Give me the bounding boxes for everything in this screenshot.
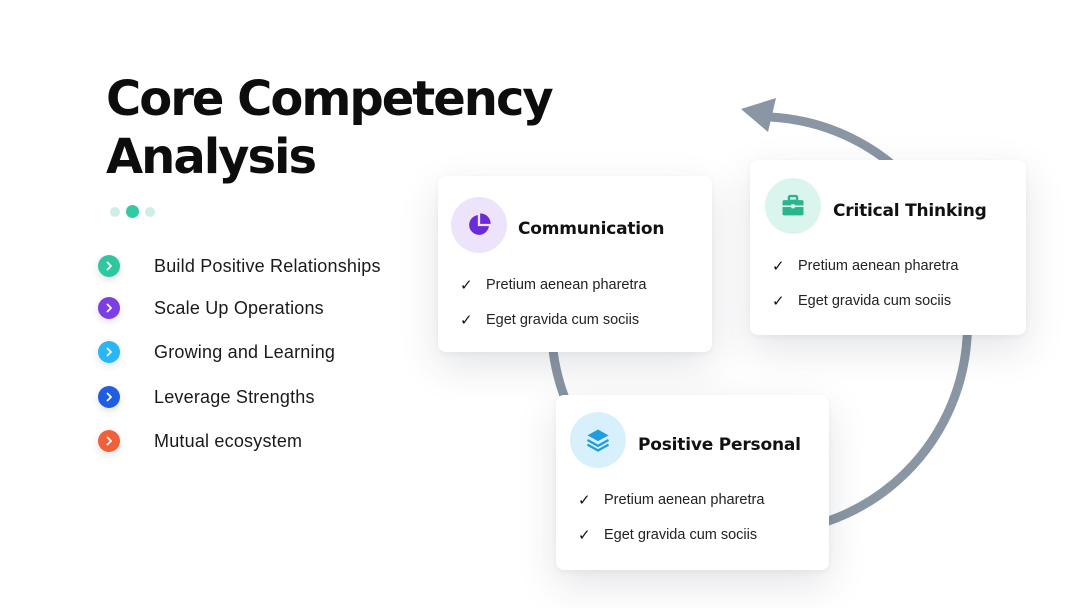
cycle-arrowhead-icon (741, 98, 776, 132)
list-item-label: Growing and Learning (154, 341, 336, 362)
chevron-right-icon (98, 255, 120, 277)
layers-icon (586, 429, 610, 452)
list-item-text: Pretium aenean pharetra (604, 492, 765, 508)
page-title: Core Competency Analysis (106, 70, 554, 186)
check-icon: ✓ (578, 492, 591, 509)
chevron-right-icon (98, 297, 120, 319)
card-critical-thinking: Critical Thinking ✓ Pretium aenean phare… (750, 160, 1026, 335)
list-item-text: Pretium aenean pharetra (486, 277, 647, 293)
list-item: ✓ Pretium aenean pharetra (578, 491, 764, 509)
indicator-dot (110, 206, 120, 217)
card-icon-wrap (451, 197, 507, 253)
check-icon: ✓ (772, 293, 785, 310)
list-item-label: Leverage Strengths (154, 386, 315, 407)
card-icon-wrap (570, 412, 626, 468)
title-line-1: Core Competency (106, 71, 554, 127)
check-icon: ✓ (460, 312, 473, 329)
chevron-right-icon (98, 341, 120, 363)
card-icon-wrap (765, 178, 821, 234)
card-communication: Communication ✓ Pretium aenean pharetra … (438, 176, 712, 352)
list-item: Leverage Strengths (98, 386, 315, 408)
list-item: ✓ Eget gravida cum sociis (460, 311, 639, 329)
check-icon: ✓ (578, 527, 591, 544)
check-icon: ✓ (772, 258, 785, 275)
chevron-right-icon (98, 386, 120, 408)
list-item: Scale Up Operations (98, 297, 324, 319)
list-item: ✓ Eget gravida cum sociis (772, 292, 951, 310)
title-line-2: Analysis (106, 129, 317, 185)
list-item: ✓ Pretium aenean pharetra (772, 257, 958, 275)
pie-chart-icon (469, 213, 491, 235)
list-item: Build Positive Relationships (98, 255, 381, 277)
list-item-text: Eget gravida cum sociis (486, 312, 640, 328)
list-item: Growing and Learning (98, 341, 335, 363)
briefcase-icon (782, 194, 804, 216)
check-icon: ✓ (460, 277, 473, 294)
card-positive-personal: Positive Personal ✓ Pretium aenean phare… (556, 395, 829, 570)
list-item-label: Scale Up Operations (154, 297, 324, 318)
indicator-dot (145, 206, 155, 217)
list-item: Mutual ecosystem (98, 430, 302, 452)
list-item-label: Build Positive Relationships (154, 255, 381, 276)
list-item: ✓ Pretium aenean pharetra (460, 276, 646, 294)
indicator-dot-active (126, 205, 139, 218)
card-title: Critical Thinking (833, 201, 987, 221)
list-item-text: Eget gravida cum sociis (798, 293, 952, 309)
chevron-right-icon (98, 430, 120, 452)
card-title: Communication (518, 219, 665, 239)
list-item-label: Mutual ecosystem (154, 430, 303, 451)
list-item-text: Pretium aenean pharetra (798, 258, 959, 274)
card-title: Positive Personal (638, 435, 801, 455)
slide-indicator-dots (110, 205, 155, 218)
list-item: ✓ Eget gravida cum sociis (578, 526, 757, 544)
list-item-text: Eget gravida cum sociis (604, 527, 758, 543)
